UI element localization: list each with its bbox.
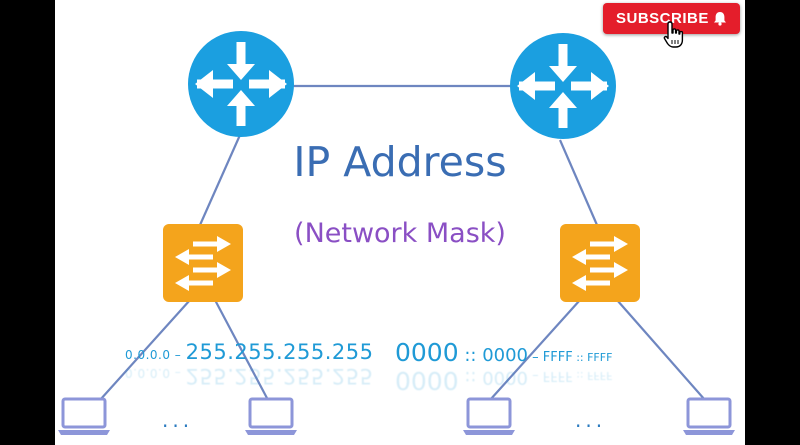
link-switch-laptop-4 [616, 299, 706, 401]
network-topology [56, 31, 737, 437]
ipv4-separator: – [170, 348, 186, 362]
diagram-subtitle: (Network Mask) [294, 218, 506, 249]
ipv6-end-a-reflection: FFFF [542, 368, 573, 383]
laptop-icon [461, 397, 517, 437]
ipv6-end-a: FFFF [542, 350, 573, 365]
ellipsis-left: ... [162, 408, 194, 432]
ipv6-sep1-reflection: :: [458, 367, 483, 388]
router-icon [188, 31, 294, 137]
ipv6-start-b-reflection: 0000 [482, 367, 529, 388]
ipv4-range-label: 0.0.0.0 – 255.255.255.255 [125, 340, 373, 364]
ipv4-range-reflection: 0.0.0.0 – 255.255.255.255 [125, 364, 373, 388]
bell-icon [714, 12, 726, 26]
ipv6-start-b: 0000 [482, 345, 529, 366]
ipv6-sep2-reflection: :: [572, 369, 588, 382]
ipv6-separator: – [528, 350, 543, 365]
ipv6-end-b-reflection: FFFF [587, 369, 613, 382]
link-switch-laptop-1 [99, 299, 191, 401]
ipv4-start: 0.0.0.0 [125, 348, 171, 362]
laptop-icon [681, 397, 737, 437]
ipv6-range-label: 0000 :: 0000 – FFFF :: FFFF [395, 338, 612, 367]
laptop-icon [56, 397, 112, 437]
hand-cursor-icon [663, 21, 684, 48]
switch-icon [163, 224, 243, 302]
ipv6-start-a-reflection: 0000 [395, 366, 459, 395]
link-switch-laptop-2 [214, 299, 269, 401]
router-icon [510, 33, 616, 139]
ipv4-start-reflection: 0.0.0.0 [125, 366, 171, 380]
ipv6-end-b: FFFF [587, 351, 613, 364]
ipv6-sep1: :: [458, 345, 483, 366]
ipv4-separator-reflection: – [170, 366, 186, 380]
ellipsis-right: ... [575, 408, 607, 432]
ipv6-separator-reflection: – [528, 368, 543, 383]
ipv6-range-reflection: 0000 :: 0000 – FFFF :: FFFF [395, 366, 612, 395]
diagram-title: IP Address [293, 138, 507, 186]
ipv4-end-reflection: 255.255.255.255 [185, 364, 374, 388]
switch-icon [560, 224, 640, 302]
ipv4-end: 255.255.255.255 [185, 340, 374, 364]
link-router-switch-right [558, 139, 599, 226]
link-router-switch-left [198, 134, 242, 226]
ipv6-start-a: 0000 [395, 338, 459, 367]
ipv6-sep2: :: [572, 351, 588, 364]
link-switch-laptop-3 [489, 299, 581, 401]
diagram-canvas: IP Address (Network Mask) 0.0.0.0 – 255.… [55, 0, 745, 445]
laptop-icon [243, 397, 299, 437]
subscribe-label: SUBSCRIBE [616, 10, 709, 27]
